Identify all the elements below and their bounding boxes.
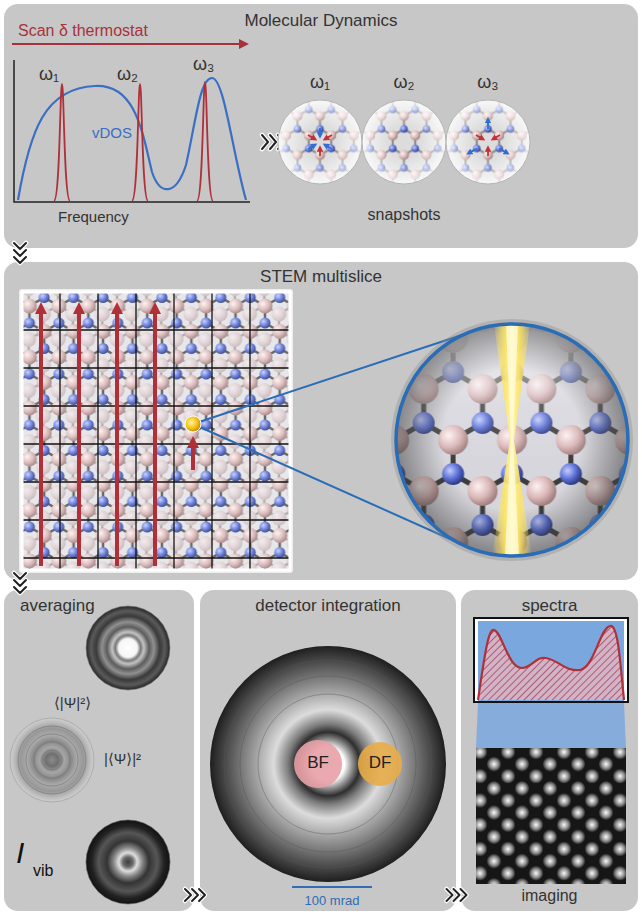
snapshot-circle	[278, 100, 362, 184]
plot-label: I	[16, 836, 24, 869]
panel: detector integration	[200, 590, 456, 911]
text-holder: STEM multislice	[4, 267, 638, 287]
text-holder: DF	[310, 753, 450, 773]
panel-title: averaging	[20, 596, 95, 615]
text-holder: ω₁	[38, 64, 60, 85]
plot-label: 100 mrad	[305, 893, 360, 908]
detector-pattern	[210, 646, 446, 887]
plot-label: |⟨Ψ⟩|²	[104, 750, 141, 767]
text-holder: vib	[33, 862, 53, 880]
panel-title: imaging	[521, 887, 577, 904]
chevron-halo	[14, 573, 26, 593]
plot-label: vDOS	[92, 124, 132, 141]
zoom-leader	[185, 331, 474, 548]
stem-image	[476, 748, 626, 884]
text-holder: detector integration	[200, 596, 456, 616]
text-holder: Scan δ thermostat	[18, 22, 148, 40]
text-holder: ω₁	[250, 72, 390, 93]
text-holder: vDOS	[92, 124, 132, 142]
vdos-plot	[12, 44, 250, 202]
panel-title: detector integration	[255, 596, 401, 615]
chevron-halo	[185, 889, 205, 901]
text-holder: averaging	[20, 596, 95, 616]
panel: STEM multislice	[4, 262, 638, 580]
plot-label: vib	[33, 862, 53, 879]
text-holder: 100 mrad	[262, 891, 402, 909]
plot-label: snapshots	[368, 206, 441, 223]
snapshot-circle	[362, 100, 446, 184]
text-holder: ω₃	[192, 54, 215, 75]
plot-label: ω₁	[310, 72, 330, 92]
panel-title: STEM multislice	[260, 267, 382, 286]
text-holder: ⟨|Ψ|²⟩	[54, 694, 91, 712]
text-holder: |⟨Ψ⟩|²	[104, 750, 141, 768]
plot-label: ω₂	[116, 64, 139, 84]
multislice-grid	[0, 280, 314, 588]
text-holder: I	[16, 836, 24, 871]
zoom-circle	[391, 319, 633, 561]
text-holder: ω₂	[116, 64, 139, 85]
chevron-arrow	[447, 889, 467, 901]
plot-label: Scan δ thermostat	[18, 22, 148, 39]
text-holder: ω₂	[334, 72, 474, 93]
text-holder: snapshots	[334, 206, 474, 224]
panel-title: spectra	[522, 596, 578, 615]
plot-label: ⟨|Ψ|²⟩	[54, 694, 91, 711]
spectrum-plot	[474, 618, 628, 748]
text-holder: BF	[248, 753, 388, 773]
snapshot-circle	[446, 100, 530, 184]
diffraction-pattern	[10, 606, 170, 904]
flow-chevrons	[262, 135, 284, 149]
chevron-line	[14, 243, 26, 263]
plot-label: DF	[369, 753, 392, 772]
plot-label: ω₁	[38, 64, 60, 84]
text-holder: spectra	[461, 596, 638, 616]
text-holder: Frequency	[58, 208, 129, 226]
chevron-arrow	[185, 889, 205, 901]
panel: averaging	[4, 590, 194, 911]
plot-label: ω₃	[192, 54, 215, 74]
chevron-line	[447, 889, 467, 901]
chevron-halo	[447, 889, 467, 901]
text-holder: ω₃	[418, 72, 558, 93]
chevron-arrow	[14, 243, 26, 263]
text-holder: imaging	[461, 887, 638, 905]
panel-title: Molecular Dynamics	[244, 11, 397, 30]
plot-label: ω₃	[477, 72, 498, 92]
plot-label: Frequency	[58, 208, 129, 225]
panel: spectra imaging	[461, 590, 638, 911]
chevron-line	[185, 889, 205, 901]
plot-label: ω₂	[393, 72, 414, 92]
chevron-line	[14, 573, 26, 593]
chevron-arrow	[14, 573, 26, 593]
chevron-halo	[14, 243, 26, 263]
plot-label: BF	[307, 753, 329, 772]
